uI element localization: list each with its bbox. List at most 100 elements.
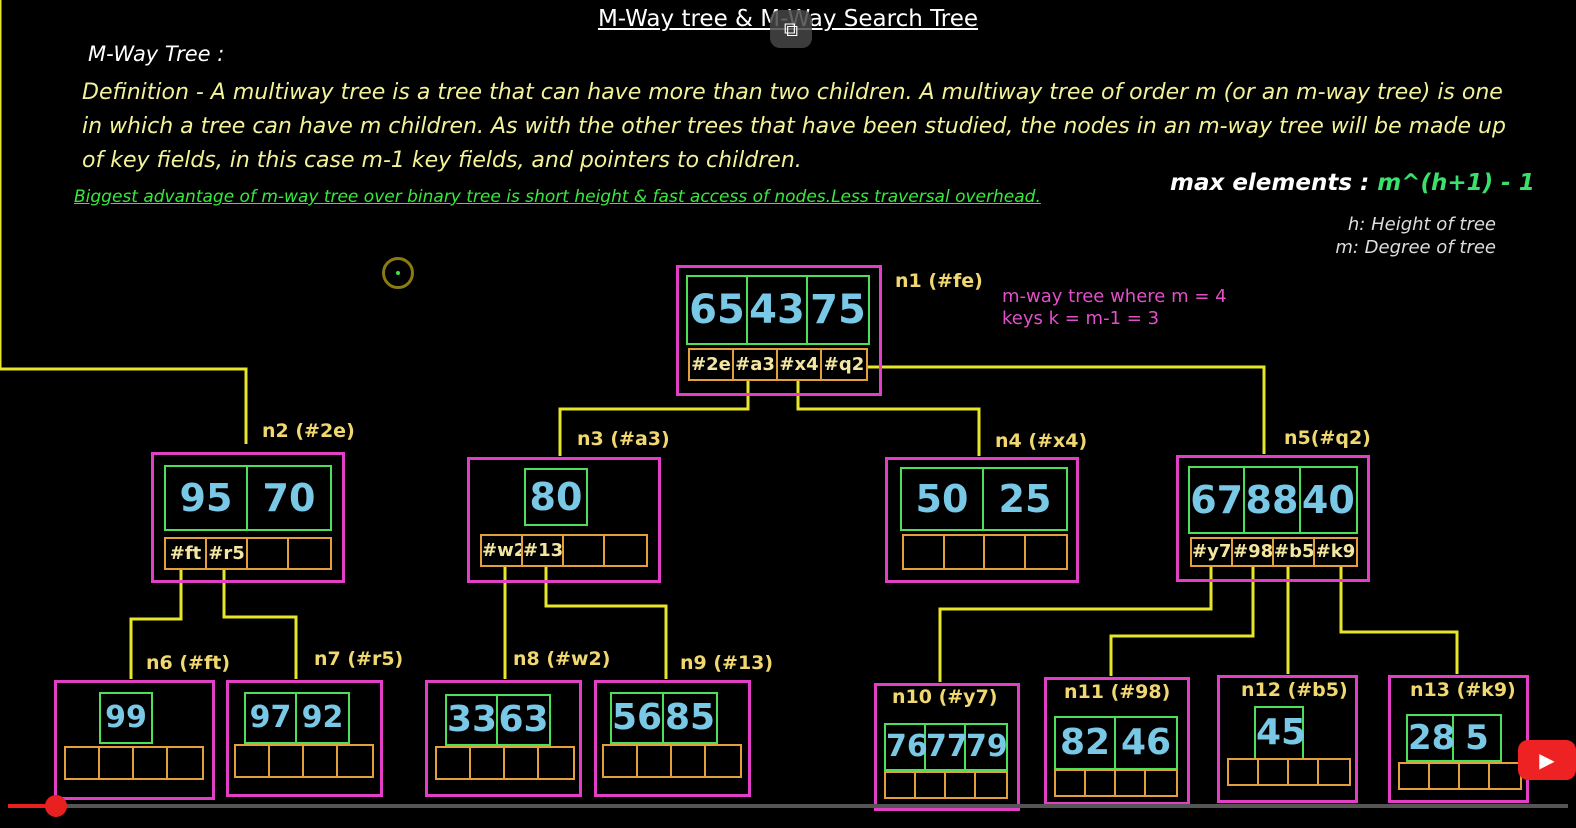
key-cell: 40 <box>1301 478 1355 522</box>
node-label: n8 (#w2) <box>513 648 611 670</box>
key-cell: 33 <box>447 696 498 744</box>
node-n5 <box>1176 455 1370 582</box>
node-label: n12 (#b5) <box>1241 679 1348 701</box>
pointer-cell <box>1259 760 1289 784</box>
pointer-cell <box>1056 771 1086 795</box>
pointer-cell <box>946 773 976 797</box>
progress-fill <box>8 804 56 808</box>
node-n8 <box>425 680 582 797</box>
max-elements-label: max elements : <box>1170 170 1378 196</box>
order-note-line2: keys k = m-1 = 3 <box>1002 308 1160 329</box>
pointer-cell <box>248 539 289 568</box>
key-cell: 50 <box>902 469 984 529</box>
node-n4 <box>885 457 1079 583</box>
pointer-cell <box>168 748 202 778</box>
pointer-cell <box>236 746 270 776</box>
pointer-fields <box>902 534 1068 570</box>
node-n13 <box>1388 675 1529 803</box>
pointer-fields <box>64 746 204 780</box>
pointer-fields <box>435 746 575 780</box>
edge-n5-n10 <box>938 567 1213 682</box>
edge-n1-n2 <box>0 0 248 444</box>
pointer-cell <box>1460 764 1490 788</box>
key-cell: 75 <box>810 287 866 333</box>
pointer-cell: #b5 <box>1274 539 1315 565</box>
pointer-cell <box>1086 771 1116 795</box>
pointer-cell <box>1319 760 1349 784</box>
progress-track[interactable] <box>8 804 1568 808</box>
key-cell: 65 <box>688 277 748 343</box>
pointer-cell <box>904 536 945 568</box>
key-cell: 43 <box>748 277 808 343</box>
key-cell: 70 <box>262 476 316 520</box>
key-cell: 25 <box>998 477 1052 521</box>
pointer-cell: #x4 <box>778 350 822 379</box>
pointer-fields <box>234 744 374 778</box>
node-n2 <box>151 452 345 583</box>
node-label: n1 (#fe) <box>895 270 983 292</box>
node-label: n9 (#13) <box>680 652 774 674</box>
pointer-fields <box>1398 762 1522 790</box>
pointer-cell <box>985 536 1026 568</box>
node-n10 <box>874 683 1020 811</box>
pointer-cell <box>1490 764 1520 788</box>
pointer-cell <box>604 746 638 776</box>
pointer-cell <box>304 746 338 776</box>
node-label: n3 (#a3) <box>577 428 670 450</box>
edge-n3-n9 <box>544 567 668 679</box>
key-cell: 82 <box>1056 718 1116 768</box>
section-heading: M-Way Tree : <box>88 42 225 66</box>
key-cell: 46 <box>1120 722 1172 763</box>
pointer-cell <box>916 773 946 797</box>
degree-note: m: Degree of tree <box>1335 237 1496 258</box>
node-label: n6 (#ft) <box>146 652 230 674</box>
pointer-cell <box>1146 771 1176 795</box>
pointer-cell: #k9 <box>1315 541 1356 562</box>
picture-in-picture-icon[interactable]: ⧉ <box>770 10 812 48</box>
pointer-cell <box>100 748 134 778</box>
key-cell: 79 <box>966 729 1008 764</box>
pointer-cell <box>886 773 916 797</box>
pointer-fields: #ft#r5 <box>164 537 332 570</box>
youtube-play-icon[interactable]: ▶ <box>1518 740 1576 780</box>
key-cell: 67 <box>1190 468 1246 532</box>
pointer-cell <box>1026 536 1067 568</box>
key-cell: 95 <box>166 467 248 529</box>
pointer-cell <box>338 746 372 776</box>
pointer-cell <box>976 773 1006 797</box>
pointer-cell <box>1430 764 1460 788</box>
node-n12 <box>1217 675 1358 803</box>
pointer-cell <box>706 746 740 776</box>
key-cell: 45 <box>1256 712 1307 753</box>
node-label: n4 (#x4) <box>995 430 1088 452</box>
node-n6 <box>54 680 215 800</box>
max-elements-formula: m^(h+1) - 1 <box>1377 170 1535 196</box>
pointer-cell: #q2 <box>823 354 865 375</box>
pointer-cell <box>672 746 706 776</box>
pointer-cell <box>134 748 168 778</box>
key-fields: 80 <box>524 468 588 526</box>
pointer-fields: #y7#98#b5#k9 <box>1190 537 1358 567</box>
order-note: m-way tree where m = 4 keys k = m-1 = 3 <box>1002 286 1227 330</box>
pointer-cell <box>270 746 304 776</box>
edge-n2-n6 <box>129 570 183 679</box>
node-n11 <box>1044 677 1190 805</box>
pointer-cell <box>505 748 539 778</box>
key-cell: 28 <box>1408 716 1456 760</box>
pointer-fields: #w2#13 <box>480 534 648 567</box>
progress-scrubber[interactable] <box>45 795 67 817</box>
key-cell: 88 <box>1245 468 1301 532</box>
pointer-cell <box>1116 771 1146 795</box>
key-cell: 92 <box>301 700 344 735</box>
key-cell: 85 <box>664 697 716 738</box>
node-label: n10 (#y7) <box>892 686 998 708</box>
pointer-cell <box>1229 760 1259 784</box>
node-n1 <box>676 265 882 396</box>
key-cell: 99 <box>105 700 147 735</box>
